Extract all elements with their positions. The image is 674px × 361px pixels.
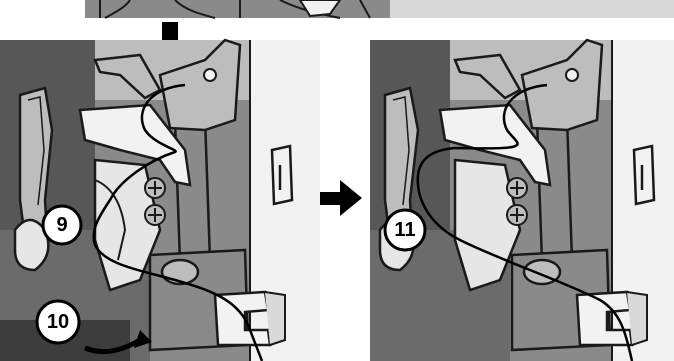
bracket-block bbox=[520, 38, 604, 132]
thread-path bbox=[416, 83, 634, 361]
svg-text:10: 10 bbox=[47, 311, 69, 333]
screw-icon bbox=[506, 177, 528, 199]
needle-bar bbox=[535, 116, 574, 264]
left-panel bbox=[0, 38, 320, 361]
screw-icon bbox=[144, 204, 166, 226]
looper-blade bbox=[93, 53, 162, 100]
presser-piece bbox=[438, 103, 552, 187]
right-arrow-icon bbox=[320, 180, 362, 216]
screw-icon bbox=[144, 177, 166, 199]
svg-text:11: 11 bbox=[394, 219, 415, 241]
screw-icon bbox=[506, 204, 528, 226]
callout-step-11: 11 bbox=[383, 208, 427, 252]
right-panel bbox=[370, 38, 674, 361]
bracket-block bbox=[158, 38, 242, 132]
top-strip-illustration bbox=[85, 0, 674, 19]
looper-blade bbox=[453, 53, 522, 100]
curved-arrow-icon bbox=[84, 330, 152, 355]
wall-slot bbox=[270, 144, 294, 206]
svg-text:9: 9 bbox=[56, 214, 67, 236]
thread-path bbox=[92, 83, 264, 361]
callout-step-9: 9 bbox=[41, 204, 83, 246]
needle-bar bbox=[173, 116, 212, 264]
callout-step-10: 10 bbox=[35, 299, 81, 345]
wall-slot bbox=[632, 144, 656, 206]
presser-piece bbox=[78, 103, 192, 187]
